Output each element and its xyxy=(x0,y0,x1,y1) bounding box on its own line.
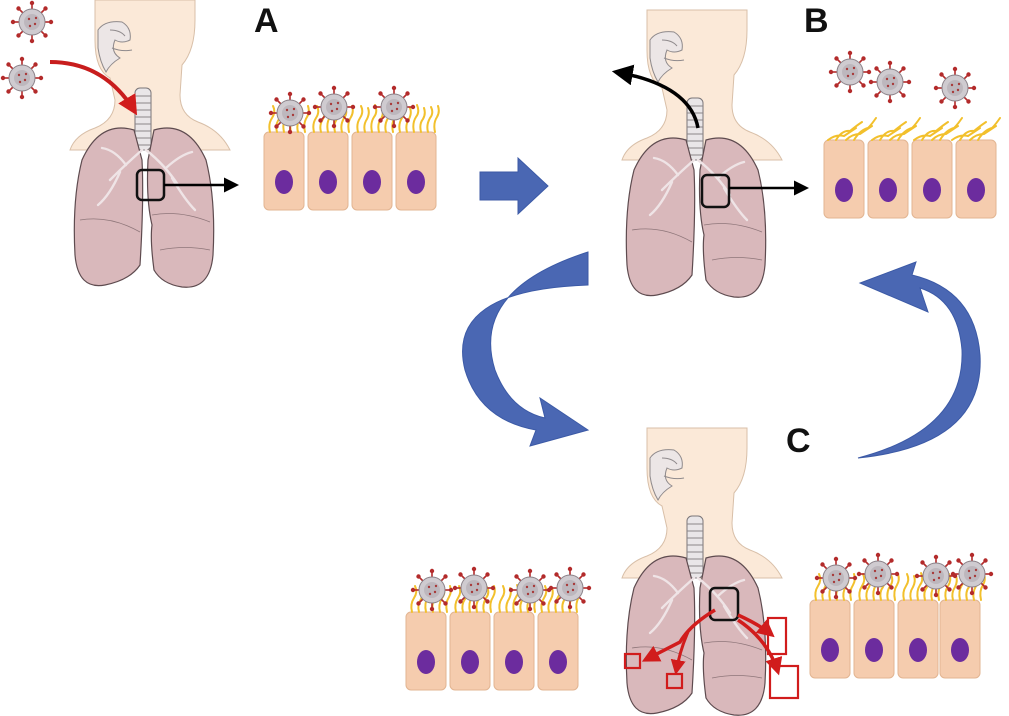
human-torso-icon xyxy=(620,8,784,299)
panel-c: C xyxy=(405,422,995,716)
panel-b: B xyxy=(611,2,1001,299)
panel-a: A xyxy=(0,0,440,289)
virus-icon xyxy=(867,59,913,104)
flow-arrow-c-to-b xyxy=(857,261,981,459)
panel-b-label: B xyxy=(804,2,829,40)
ciliated-epithelium-icon xyxy=(809,551,995,679)
flow-arrow-a-to-b xyxy=(479,156,549,216)
ciliated-epithelium-icon xyxy=(263,85,440,211)
zoom-box xyxy=(708,586,740,622)
zoom-box xyxy=(700,173,731,209)
virus-icon xyxy=(827,49,873,94)
human-torso-icon xyxy=(620,426,784,716)
exhalation-arrow xyxy=(611,64,700,129)
virus-icon xyxy=(932,66,978,110)
ciliated-epithelium-icon xyxy=(405,565,593,691)
ciliated-epithelium-icon xyxy=(823,117,1001,219)
virus-icon xyxy=(9,0,55,45)
inhalation-arrow xyxy=(49,60,138,116)
panel-c-label: C xyxy=(786,422,811,460)
virus-icon xyxy=(0,55,45,100)
panel-a-label: A xyxy=(254,2,279,40)
spread-arrows xyxy=(623,608,800,700)
flow-arrow-b-to-c xyxy=(462,251,590,447)
human-torso-icon xyxy=(68,0,232,289)
